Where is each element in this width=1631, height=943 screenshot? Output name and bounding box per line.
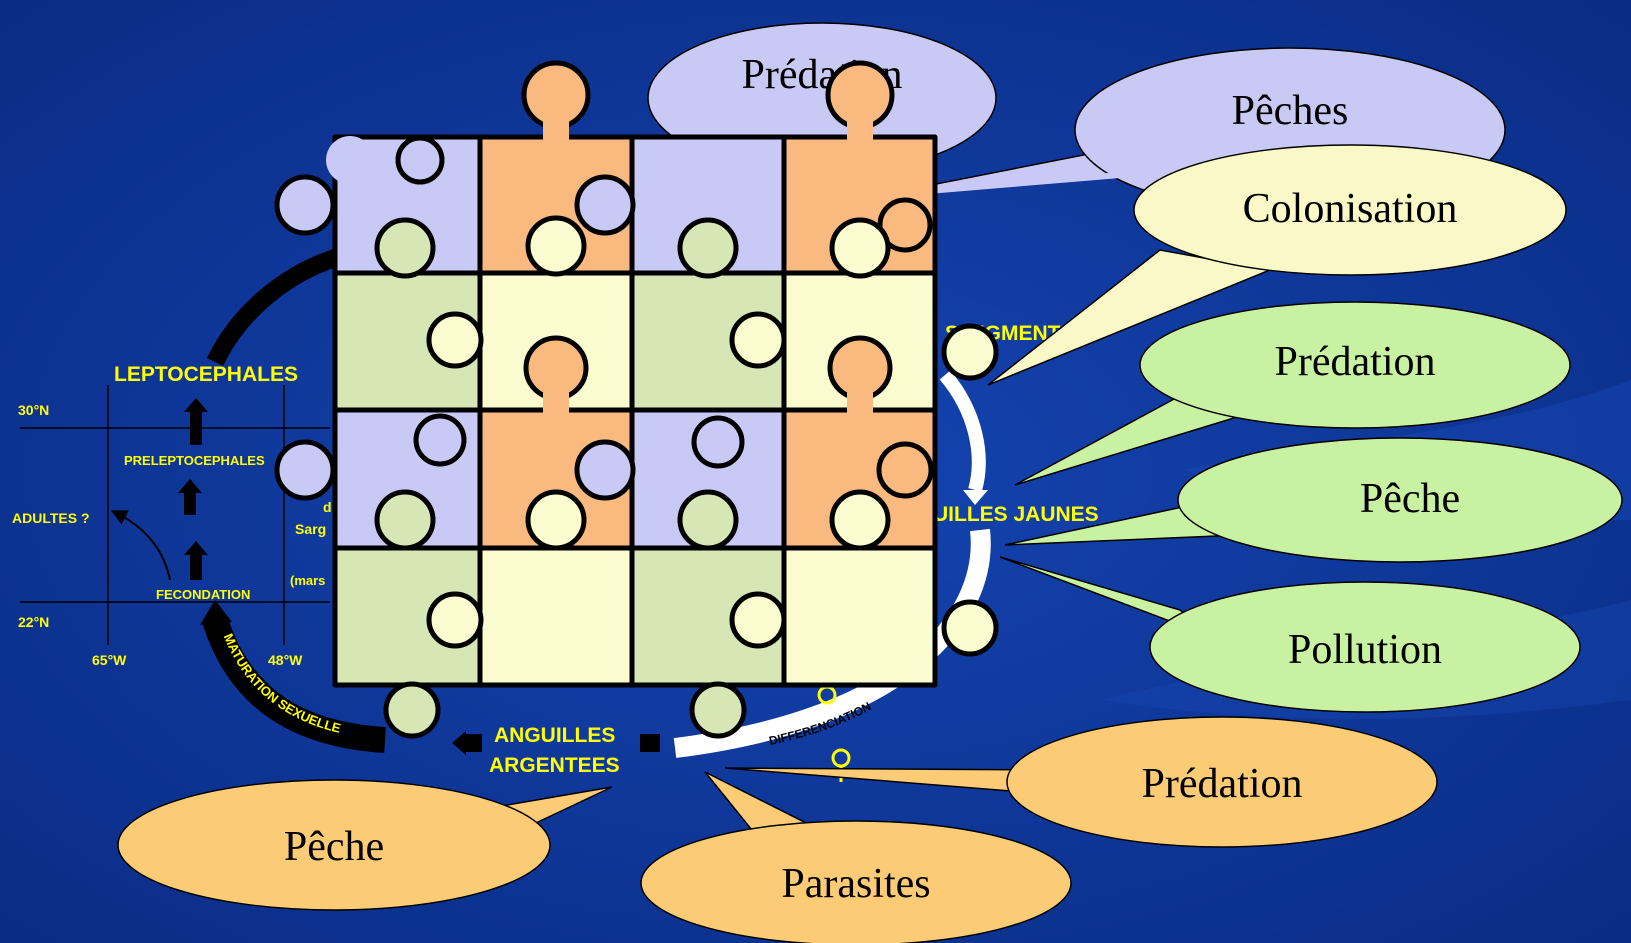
lon-65-label: 65°W xyxy=(92,652,127,668)
bubble-peche-green-text: Pêche xyxy=(1360,476,1460,522)
bubble-peche-green: Pêche xyxy=(1004,437,1623,563)
puzzle-piece-r3c3 xyxy=(574,407,787,551)
puzzle-piece-r1c1 xyxy=(274,134,483,276)
puzzle xyxy=(274,60,999,739)
maturation-arrowhead xyxy=(200,600,232,625)
argentees-square xyxy=(640,734,660,752)
leptocephales-arrow xyxy=(206,246,348,367)
jaunes-label: UILLES JAUNES xyxy=(933,503,1099,526)
pigmentees-arrow xyxy=(939,370,986,492)
preleptocephales-label: PRELEPTOCEPHALES xyxy=(124,453,265,468)
lon-48-label: 48°W xyxy=(268,652,303,668)
puzzle-piece-r3c1 xyxy=(274,407,483,551)
bubble-peches-text: Pêches xyxy=(1232,88,1349,134)
bubble-predation-green-text: Prédation xyxy=(1275,339,1436,385)
puzzle-piece-r4c4 xyxy=(729,489,999,688)
bubble-predation-orange: Prédation xyxy=(724,716,1438,848)
mars-label: (mars xyxy=(290,573,325,588)
puzzle-piece-r2c4 xyxy=(729,217,999,413)
anguilles-label: ANGUILLES xyxy=(494,724,615,747)
maturation-band xyxy=(202,615,386,753)
puzzle-piece-r1c3 xyxy=(574,134,787,276)
bubble-predation-green: Prédation xyxy=(1014,301,1571,486)
fecond-arrowhead-2 xyxy=(184,541,208,555)
adultes-arrow xyxy=(110,510,171,581)
lat-30-label: 30°N xyxy=(18,402,49,418)
bubble-peche-orange: Pêche xyxy=(117,779,613,911)
bubble-pollution-text: Pollution xyxy=(1288,627,1442,673)
bubble-colonisation-text: Colonisation xyxy=(1243,186,1458,232)
leptocephales-label: LEPTOCEPHALES xyxy=(114,363,298,386)
adultes-label: ADULTES ? xyxy=(12,510,90,526)
puzzle-piece-r4c3 xyxy=(629,489,787,739)
bubble-parasites-text: Parasites xyxy=(781,861,930,907)
argentees-arrow-body xyxy=(462,734,482,752)
d-label: d xyxy=(323,499,332,515)
lat-22-label: 22°N xyxy=(18,614,49,630)
bubble-pollution: Pollution xyxy=(999,556,1581,713)
pigmentees-arrowhead xyxy=(963,490,988,505)
bubble-colonisation: Colonisation xyxy=(987,144,1567,386)
fecondation-label: FECONDATION xyxy=(156,587,250,602)
puzzle-piece-r1c2 xyxy=(477,60,635,276)
sarg-label: Sarg xyxy=(295,521,326,537)
bubble-peche-orange-text: Pêche xyxy=(284,824,384,870)
puzzle-piece-r1c4 xyxy=(781,60,938,276)
bubble-parasites: Parasites xyxy=(640,771,1072,943)
bubble-predation-orange-text: Prédation xyxy=(1142,761,1303,807)
fecond-arrowhead xyxy=(178,479,202,493)
bubbles-front: Colonisation Prédation Pêche Pollution P… xyxy=(117,144,1623,943)
argentees-label: ARGENTEES xyxy=(489,754,620,777)
puzzle-piece-r3c4 xyxy=(781,335,938,551)
prelepto-arrowhead xyxy=(184,398,208,412)
